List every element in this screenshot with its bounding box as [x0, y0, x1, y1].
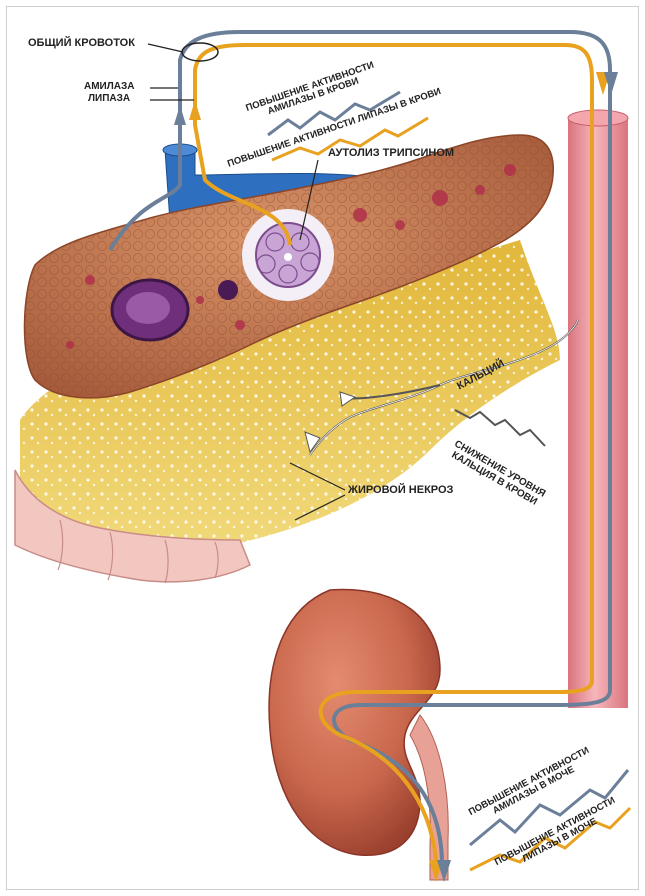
fat-necrosis-label: ЖИРОВОЙ НЕКРОЗ: [348, 485, 453, 497]
common-bloodstream-label: ОБЩИЙ КРОВОТОК: [28, 38, 135, 50]
lipase-label: ЛИПАЗА: [88, 94, 130, 105]
autolysis-label: АУТОЛИЗ ТРИПСИНОМ: [328, 148, 454, 160]
aorta: [568, 118, 628, 708]
amylase-label: АМИЛАЗА: [84, 82, 134, 93]
kidney: [269, 590, 440, 856]
